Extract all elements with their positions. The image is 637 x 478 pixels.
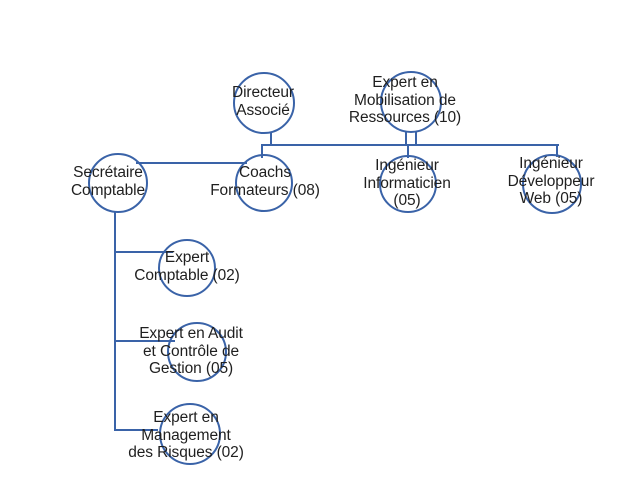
connector-rail-to-audit (114, 340, 175, 342)
node-circle-ingenieur-developpeur (522, 154, 582, 214)
node-circle-secretaire-comptable (88, 153, 148, 213)
connector-main-bus (261, 144, 559, 146)
connector-mobilisation-to-bus-b (415, 131, 417, 146)
node-label-secretaire-comptable: Secrétaire Comptable (70, 164, 146, 199)
connector-bus-to-developpeur (556, 144, 558, 157)
node-circle-expert-mobilisation (380, 71, 442, 133)
node-label-expert-mobilisation: Expert en Mobilisation de Ressources (10… (348, 74, 462, 126)
node-circle-expert-comptable (158, 239, 216, 297)
node-label-directeur-associe: Directeur Associé (232, 84, 294, 119)
node-circle-expert-management (159, 403, 221, 465)
connector-secretaire-to-coachs (136, 162, 247, 164)
connector-bus-to-coachs (261, 144, 263, 158)
connector-secretaire-rail (114, 212, 116, 431)
node-circle-coachs-formateurs (235, 154, 293, 212)
connector-mobilisation-to-bus-a (405, 131, 407, 146)
node-label-expert-management: Expert en Management des Risques (02) (128, 409, 244, 461)
connector-rail-to-comptable (114, 251, 173, 253)
connector-rail-to-management (114, 429, 158, 431)
node-label-expert-audit-controle: Expert en Audit et Contrôle de Gestion (… (139, 325, 243, 377)
connector-directeur-to-bus (270, 133, 272, 145)
node-circle-expert-audit-controle (167, 322, 227, 382)
node-label-ingenieur-informaticien: Ingénieur Informaticien (05) (363, 157, 451, 209)
node-label-coachs-formateurs: Coachs Formateurs (08) (210, 164, 320, 199)
node-label-expert-comptable: Expert Comptable (02) (134, 249, 240, 284)
node-label-ingenieur-developpeur: Ingénieur Développeur Web (05) (507, 155, 595, 207)
node-circle-directeur-associe (233, 72, 295, 134)
connector-bus-to-informaticien (407, 144, 409, 158)
